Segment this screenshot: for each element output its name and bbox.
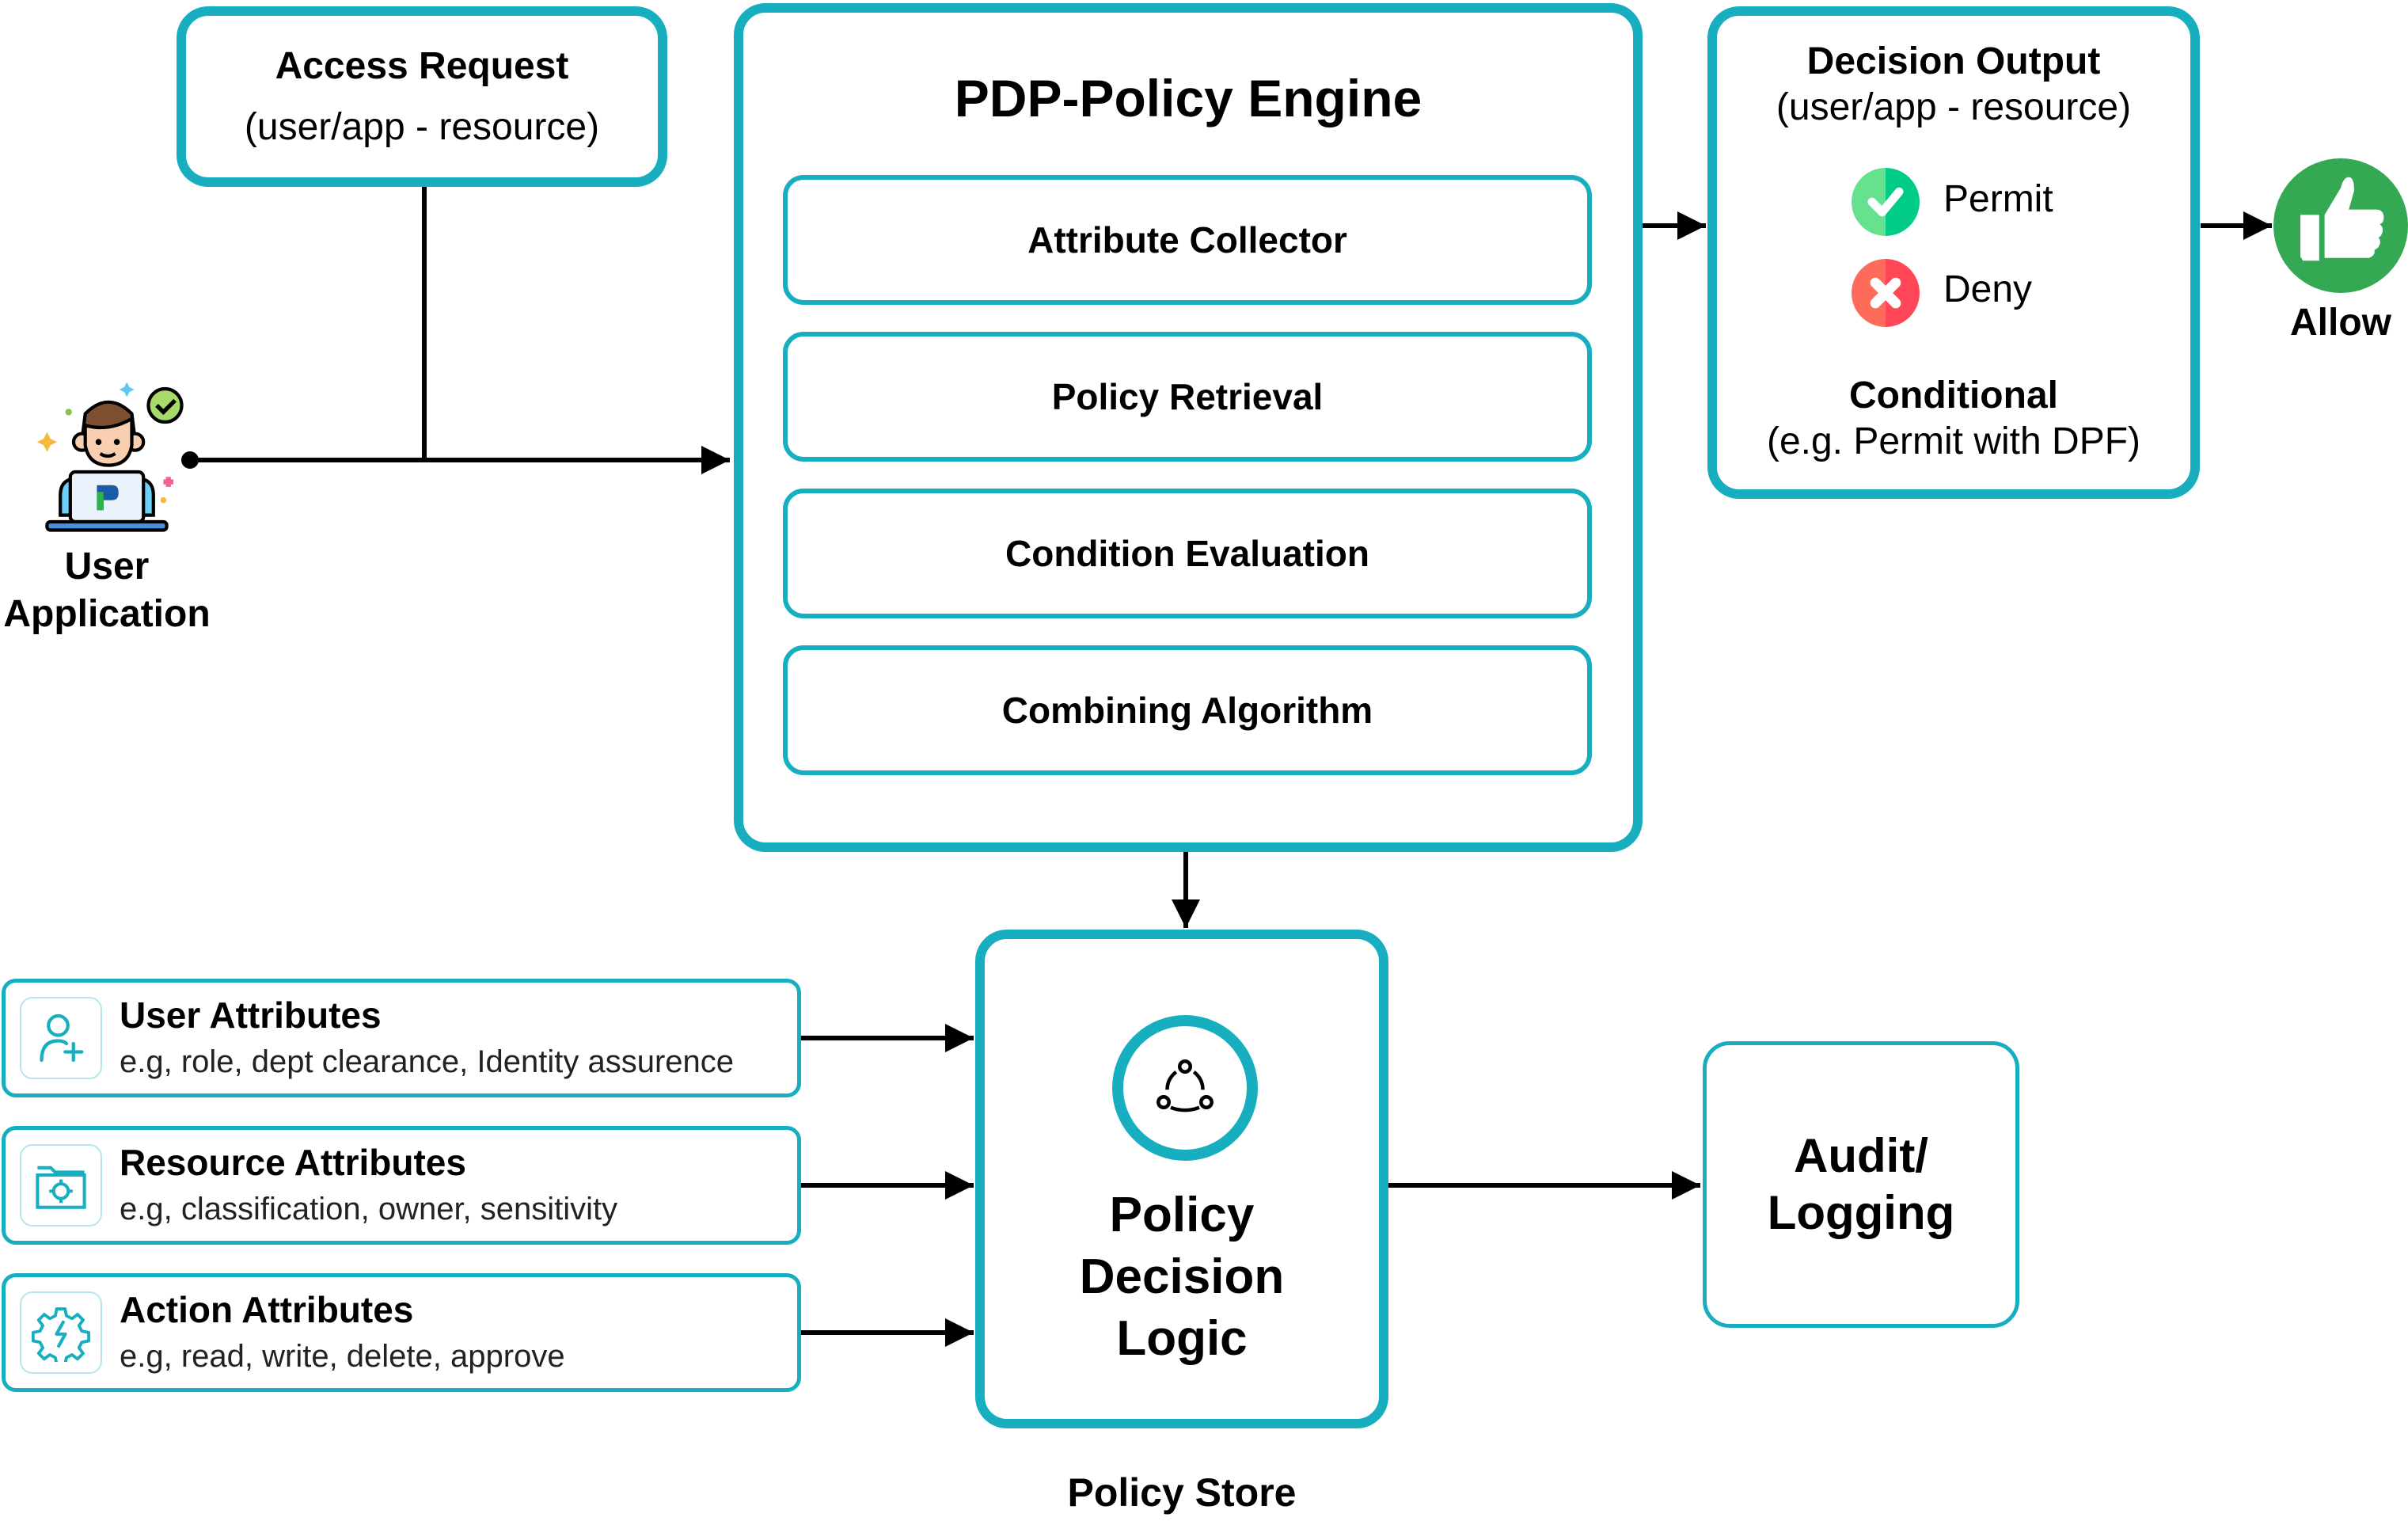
arrowhead xyxy=(945,1024,974,1052)
pdp-engine-title: PDP-Policy Engine xyxy=(954,69,1422,127)
stage-label: Attribute Collector xyxy=(1027,219,1347,261)
action-attributes-desc: e.g, read, write, delete, approve xyxy=(120,1339,565,1374)
thumbs-up-icon xyxy=(2273,158,2408,293)
stage-policy-retrieval: Policy Retrieval xyxy=(783,332,1592,462)
arrowhead xyxy=(1172,899,1200,928)
user-application-line1: User xyxy=(64,546,150,588)
conditional-desc: (e.g. Permit with DPF) xyxy=(1766,420,2141,462)
stage-combining-algorithm: Combining Algorithm xyxy=(783,645,1592,775)
audit-line2: Logging xyxy=(1767,1186,1955,1239)
stage-attribute-collector: Attribute Collector xyxy=(783,175,1592,305)
deny-x-icon xyxy=(1852,259,1920,327)
user-laptop-icon xyxy=(24,372,190,538)
gear-bolt-icon xyxy=(20,1291,102,1374)
allow-label: Allow xyxy=(2290,302,2391,344)
user-application-label: User Application xyxy=(0,543,214,638)
stage-label: Combining Algorithm xyxy=(1001,690,1373,731)
user-attributes-desc: e.g, role, dept clearance, Identity assu… xyxy=(120,1044,735,1079)
resource-attributes-box: Resource Attributes e.g, classification,… xyxy=(2,1126,801,1245)
stage-label: Policy Retrieval xyxy=(1051,376,1324,417)
stage-label: Condition Evaluation xyxy=(1005,533,1369,574)
user-attributes-box: User Attributes e.g, role, dept clearanc… xyxy=(2,979,801,1097)
stage-condition-evaluation: Condition Evaluation xyxy=(783,489,1592,618)
logic-line3: Logic xyxy=(1116,1311,1248,1366)
arrowhead xyxy=(1677,211,1706,240)
permit-check-icon xyxy=(1852,168,1920,236)
access-request-subtitle: (user/app - resource) xyxy=(244,106,600,148)
policy-store-caption: Policy Store xyxy=(1067,1470,1297,1515)
action-attributes-title: Action Attributes xyxy=(120,1289,414,1330)
user-attributes-title: User Attributes xyxy=(120,994,382,1036)
arrowhead xyxy=(945,1171,974,1200)
logic-line1: Policy xyxy=(1109,1188,1255,1242)
user-application-line2: Application xyxy=(3,593,211,635)
network-cycle-icon xyxy=(1112,1015,1258,1161)
arrowhead xyxy=(2243,211,2272,240)
decision-output-title: Decision Output xyxy=(1806,40,2101,82)
folder-gear-icon xyxy=(20,1144,102,1226)
audit-logging-box: Audit/ Logging xyxy=(1703,1041,2019,1328)
resource-attributes-title: Resource Attributes xyxy=(120,1142,466,1183)
user-plus-icon xyxy=(20,997,102,1079)
arrowhead xyxy=(945,1318,974,1347)
logic-line2: Decision xyxy=(1079,1249,1285,1304)
policy-decision-logic-box: Policy Decision Logic xyxy=(975,930,1388,1428)
arrowhead xyxy=(1672,1171,1700,1200)
conditional-title: Conditional xyxy=(1849,375,2058,416)
decision-output-box: Decision Output (user/app - resource) Pe… xyxy=(1707,6,2200,499)
decision-output-subtitle: (user/app - resource) xyxy=(1776,86,2132,128)
permit-label: Permit xyxy=(1943,178,2053,220)
action-attributes-box: Action Attributes e.g, read, write, dele… xyxy=(2,1273,801,1392)
resource-attributes-desc: e.g, classification, owner, sensitivity xyxy=(120,1192,618,1226)
arrowhead xyxy=(701,446,730,474)
policy-decision-logic-label: Policy Decision Logic xyxy=(985,1185,1379,1370)
access-request-box: Access Request (user/app - resource) xyxy=(177,6,667,187)
audit-line1: Audit/ xyxy=(1794,1129,1928,1182)
deny-label: Deny xyxy=(1943,268,2033,310)
access-request-title: Access Request xyxy=(275,45,569,87)
